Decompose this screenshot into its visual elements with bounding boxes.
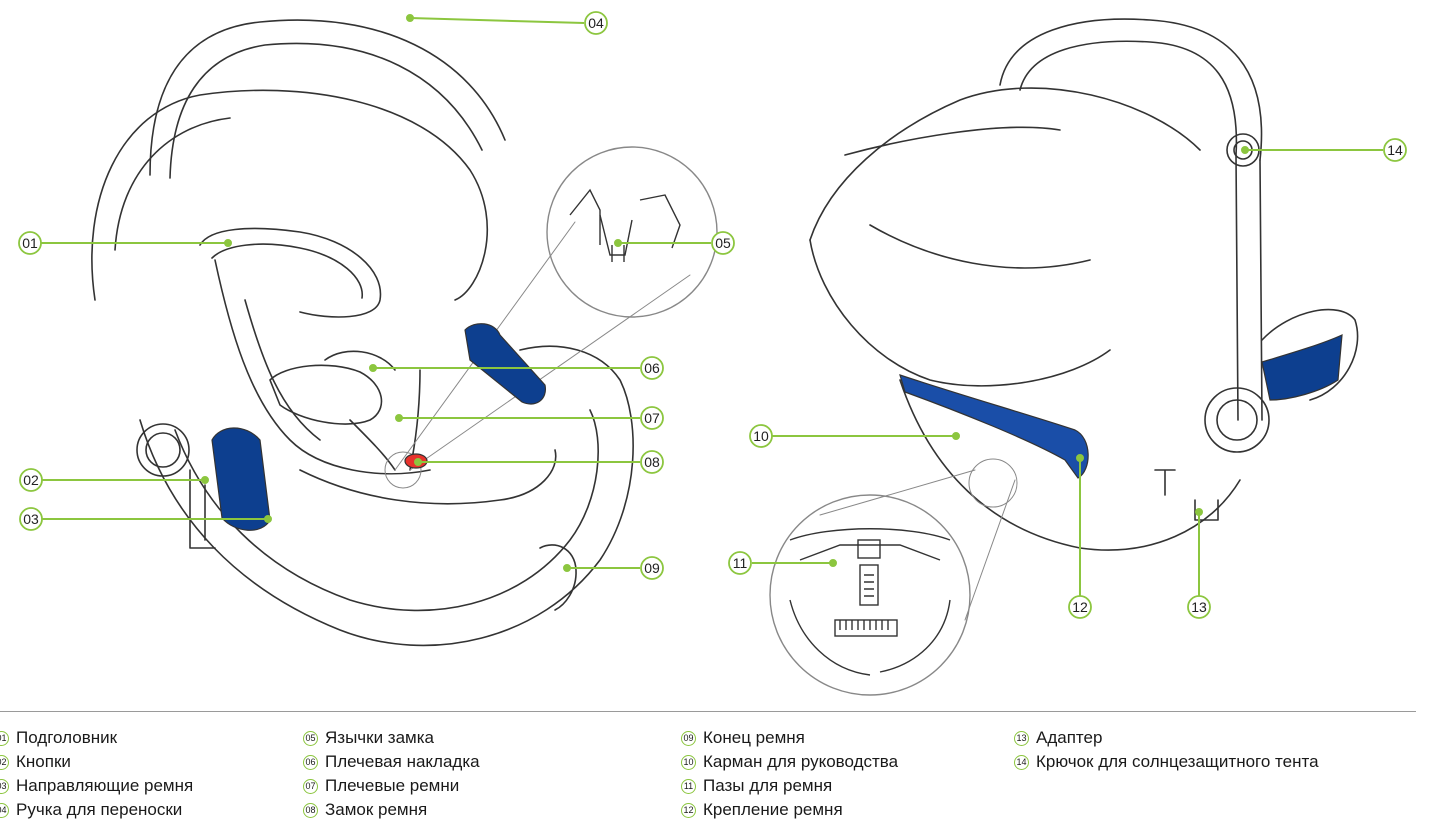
svg-text:11: 11 bbox=[733, 555, 748, 571]
legend-number: 10 bbox=[681, 755, 696, 770]
legend-label: Крючок для солнцезащитного тента bbox=[1036, 752, 1319, 772]
legend-number: 04 bbox=[0, 803, 9, 818]
legend-item: 09 Конец ремня bbox=[681, 726, 898, 750]
legend-item: 10 Карман для руководства bbox=[681, 750, 898, 774]
legend-number: 05 bbox=[303, 731, 318, 746]
legend-column-3: 09 Конец ремня 10 Карман для руководства 1… bbox=[681, 726, 898, 822]
legend-label: Ручка для переноски bbox=[16, 800, 182, 820]
legend-label: Подголовник bbox=[16, 728, 117, 748]
legend-item: 07 Плечевые ремни bbox=[303, 774, 480, 798]
legend-item: 02 Кнопки bbox=[0, 750, 193, 774]
callout-05: 05 bbox=[712, 232, 734, 254]
legend-column-2: 05 Язычки замка 06 Плечевая накладка 07 Пле… bbox=[303, 726, 480, 822]
svg-text:13: 13 bbox=[1191, 599, 1207, 615]
legend-number: 14 bbox=[1014, 755, 1029, 770]
legend-item: 03 Направляющие ремня bbox=[0, 774, 193, 798]
legend-label: Кнопки bbox=[16, 752, 71, 772]
legend-column-1: 01 Подголовник 02 Кнопки 03 Направляющие ре… bbox=[0, 726, 193, 822]
legend-item: 14 Крючок для солнцезащитного тента bbox=[1014, 750, 1319, 774]
legend-number: 07 bbox=[303, 779, 318, 794]
detail-belt-slots bbox=[770, 495, 970, 695]
legend-number: 13 bbox=[1014, 731, 1029, 746]
legend-label: Крепление ремня bbox=[703, 800, 843, 820]
legend-number: 02 bbox=[0, 755, 9, 770]
svg-text:08: 08 bbox=[644, 454, 660, 470]
legend-label: Замок ремня bbox=[325, 800, 427, 820]
callout-10: 10 bbox=[750, 425, 772, 447]
legend-item: 04 Ручка для переноски bbox=[0, 798, 193, 822]
callout-04: 04 bbox=[585, 12, 607, 34]
callout-06: 06 bbox=[641, 357, 663, 379]
legend-item: 06 Плечевая накладка bbox=[303, 750, 480, 774]
svg-text:02: 02 bbox=[23, 472, 39, 488]
callout-02: 02 bbox=[20, 469, 42, 491]
legend-item: 12 Крепление ремня bbox=[681, 798, 898, 822]
legend-item: 11 Пазы для ремня bbox=[681, 774, 898, 798]
car-seat-diagram: 01 02 03 04 05 06 07 08 09 10 11 12 13 1… bbox=[0, 0, 1433, 700]
legend-number: 11 bbox=[681, 779, 696, 794]
legend-number: 03 bbox=[0, 779, 9, 794]
callout-08: 08 bbox=[641, 451, 663, 473]
svg-text:10: 10 bbox=[753, 428, 769, 444]
seat-front-view bbox=[92, 20, 690, 645]
callout-09: 09 bbox=[641, 557, 663, 579]
legend-label: Конец ремня bbox=[703, 728, 805, 748]
legend-divider bbox=[0, 711, 1416, 712]
svg-text:07: 07 bbox=[644, 410, 660, 426]
svg-text:05: 05 bbox=[715, 235, 731, 251]
legend-item: 01 Подголовник bbox=[0, 726, 193, 750]
svg-text:06: 06 bbox=[644, 360, 660, 376]
legend-number: 01 bbox=[0, 731, 9, 746]
svg-text:04: 04 bbox=[588, 15, 604, 31]
svg-text:03: 03 bbox=[23, 511, 39, 527]
legend-label: Плечевая накладка bbox=[325, 752, 480, 772]
callout-11: 11 bbox=[729, 552, 751, 574]
legend-label: Плечевые ремни bbox=[325, 776, 459, 796]
rear-belt-padding bbox=[900, 335, 1342, 478]
svg-text:14: 14 bbox=[1387, 142, 1403, 158]
callout-03: 03 bbox=[20, 508, 42, 530]
callout-14: 14 bbox=[1384, 139, 1406, 161]
legend-label: Направляющие ремня bbox=[16, 776, 193, 796]
legend-label: Язычки замка bbox=[325, 728, 434, 748]
callout-badges: 01 02 03 04 05 06 07 08 09 10 11 12 13 1… bbox=[19, 12, 1406, 618]
legend-item: 13 Адаптер bbox=[1014, 726, 1319, 750]
callout-01: 01 bbox=[19, 232, 41, 254]
callout-12: 12 bbox=[1069, 596, 1091, 618]
legend-number: 09 bbox=[681, 731, 696, 746]
callout-07: 07 bbox=[641, 407, 663, 429]
callout-13: 13 bbox=[1188, 596, 1210, 618]
legend-number: 12 bbox=[681, 803, 696, 818]
legend-number: 06 bbox=[303, 755, 318, 770]
detail-buckle-tongues bbox=[547, 147, 717, 317]
legend-number: 08 bbox=[303, 803, 318, 818]
svg-text:01: 01 bbox=[22, 235, 38, 251]
legend-label: Пазы для ремня bbox=[703, 776, 832, 796]
svg-text:12: 12 bbox=[1072, 599, 1088, 615]
legend-column-4: 13 Адаптер 14 Крючок для солнцезащитного т… bbox=[1014, 726, 1319, 774]
svg-text:09: 09 bbox=[644, 560, 660, 576]
legend-item: 08 Замок ремня bbox=[303, 798, 480, 822]
legend-label: Адаптер bbox=[1036, 728, 1102, 748]
legend-label: Карман для руководства bbox=[703, 752, 898, 772]
legend-item: 05 Язычки замка bbox=[303, 726, 480, 750]
